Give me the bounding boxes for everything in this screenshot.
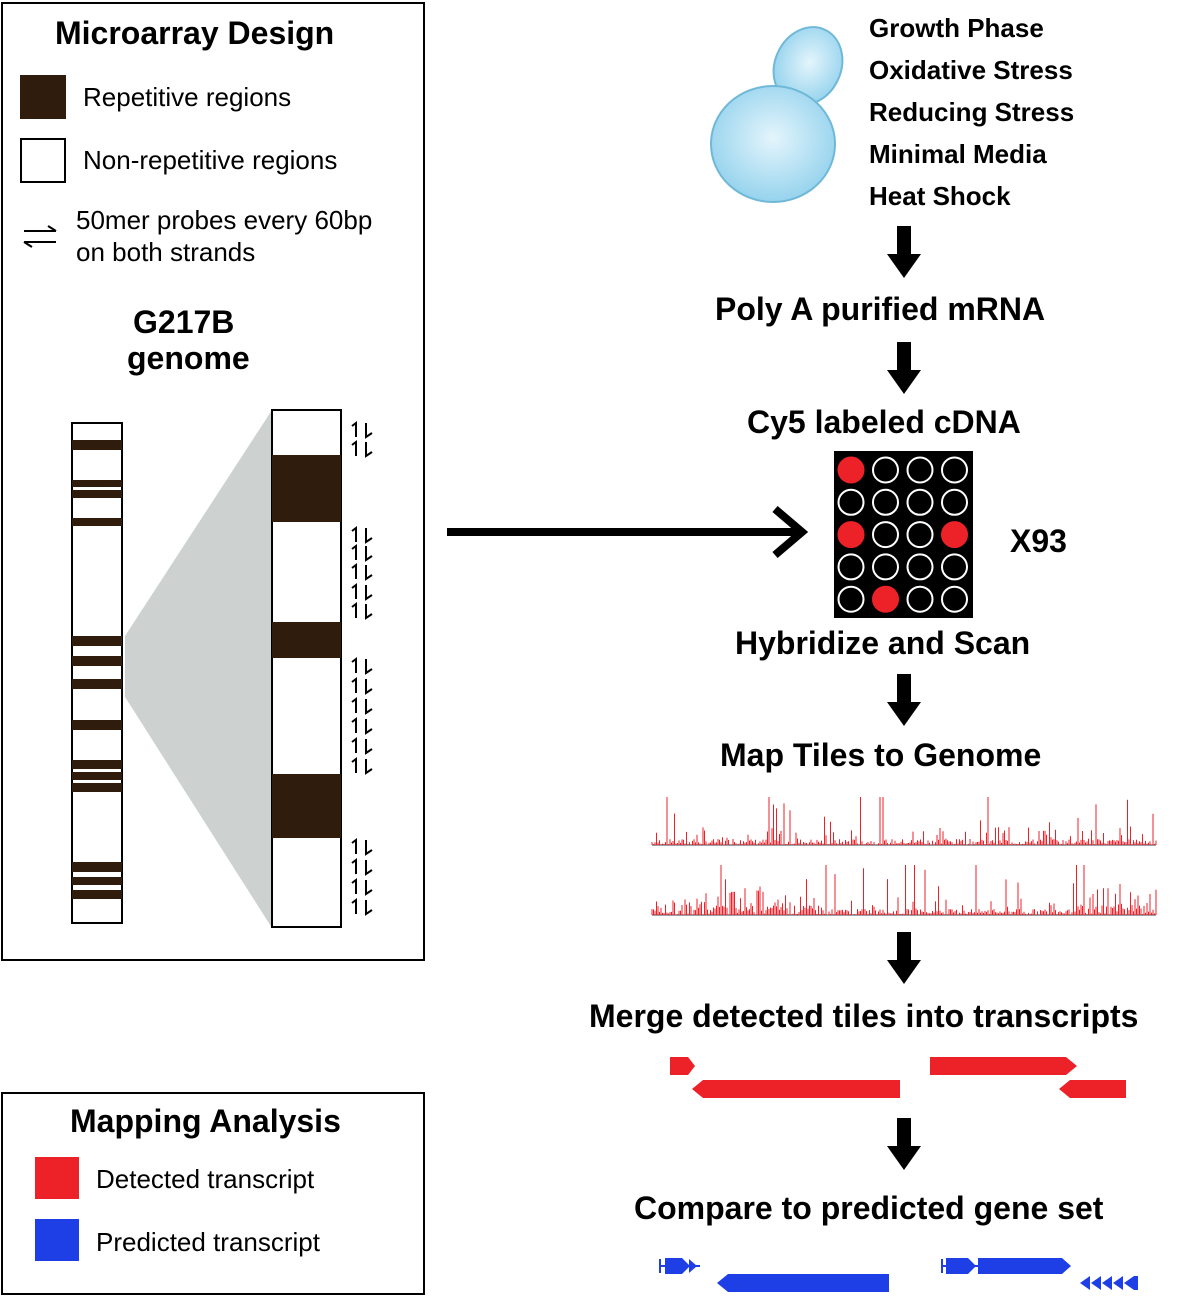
- array-spot-hybridized: [941, 521, 968, 549]
- predicted-transcript: [946, 1258, 976, 1274]
- detected-swatch: [35, 1157, 79, 1199]
- step-cy5: Cy5 labeled cDNA: [747, 404, 1021, 440]
- signal-track: [651, 865, 1157, 915]
- array-spot: [906, 553, 934, 581]
- flow-down-arrow: [887, 226, 921, 278]
- signal-track: [651, 797, 1157, 845]
- array-spot: [837, 553, 865, 581]
- array-spot: [906, 521, 934, 549]
- zoomed-repeat-bands: [272, 455, 341, 838]
- array-spot: [837, 585, 865, 613]
- mapping-analysis-title: Mapping Analysis: [70, 1103, 341, 1139]
- step-merge: Merge detected tiles into transcripts: [589, 998, 1139, 1034]
- detected-label: Detected transcript: [96, 1164, 315, 1194]
- array-cells: [837, 456, 968, 613]
- genome-label-line1: G217B: [133, 304, 235, 340]
- condition-item: Heat Shock: [869, 181, 1011, 211]
- multiplier-label: X93: [1010, 523, 1067, 559]
- array-spot: [872, 488, 899, 516]
- array-spot: [872, 456, 899, 484]
- probe-marks: [351, 421, 373, 916]
- array-spot: [872, 553, 899, 581]
- probe-mark: [351, 440, 373, 458]
- genome-repeat-bands: [72, 440, 122, 899]
- step-polya: Poly A purified mRNA: [715, 291, 1046, 327]
- detected-transcript: [692, 1080, 900, 1098]
- probe-mark: [351, 898, 373, 916]
- repetitive-label: Repetitive regions: [83, 82, 292, 112]
- signal-tracks: [651, 797, 1157, 916]
- condition-item: Growth Phase: [869, 13, 1044, 43]
- nonrepetitive-label: Non-repetitive regions: [83, 145, 338, 175]
- yeast-icon: [710, 26, 844, 203]
- array-spot-hybridized: [837, 521, 865, 549]
- down-arrows: [887, 226, 921, 1170]
- genome-zoom-diagram: [71, 409, 373, 928]
- genome-label-line2: genome: [127, 340, 250, 376]
- array-spot-hybridized: [837, 456, 865, 484]
- detected-transcript: [1059, 1080, 1126, 1098]
- array-spot: [941, 553, 968, 581]
- probe-mark: [351, 526, 373, 544]
- step-hybridize: Hybridize and Scan: [735, 625, 1031, 661]
- probe-mark: [351, 563, 373, 581]
- array-spot: [941, 585, 968, 613]
- array-spot: [837, 488, 865, 516]
- genome-bar: [71, 422, 123, 924]
- probe-mark: [351, 583, 373, 601]
- probe-mark: [351, 602, 373, 620]
- probe-mark: [351, 544, 373, 562]
- probe-mark: [351, 858, 373, 876]
- probe-mark: [351, 757, 373, 775]
- detected-transcript: [930, 1057, 1077, 1075]
- array-spot: [941, 488, 968, 516]
- probe-mark: [351, 697, 373, 715]
- horizontal-arrow: [447, 505, 809, 559]
- probe-mark: [351, 878, 373, 896]
- predicted-transcript: [665, 1258, 690, 1274]
- probe-mark: [351, 421, 373, 439]
- flow-down-arrow: [887, 932, 921, 984]
- probe-mark: [351, 838, 373, 856]
- microarray-design-title: Microarray Design: [55, 15, 335, 51]
- condition-item: Oxidative Stress: [869, 55, 1073, 85]
- probe-mark: [351, 717, 373, 735]
- condition-item: Minimal Media: [869, 139, 1047, 169]
- flow-down-arrow: [887, 1118, 921, 1170]
- step-map: Map Tiles to Genome: [720, 737, 1042, 773]
- nonrepetitive-swatch: [20, 138, 66, 183]
- array-spot: [941, 456, 968, 484]
- probe-label-line1: 50mer probes every 60bp: [76, 205, 373, 235]
- array-spot: [906, 456, 934, 484]
- predicted-transcript: [689, 1259, 697, 1273]
- array-spot: [906, 585, 934, 613]
- predicted-transcript: [978, 1258, 1071, 1274]
- probe-mark: [351, 657, 373, 675]
- probe-mark: [351, 677, 373, 695]
- probe-label-line2: on both strands: [76, 237, 256, 267]
- predicted-transcripts: [659, 1258, 1138, 1292]
- probe-mark: [351, 737, 373, 755]
- array-spot-hybridized: [872, 585, 899, 613]
- predicted-small-exons: [1080, 1276, 1138, 1290]
- predicted-transcript: [717, 1274, 889, 1292]
- probe-icon: [23, 225, 57, 248]
- array-spot: [872, 521, 899, 549]
- repetitive-swatch: [20, 75, 66, 119]
- step-compare: Compare to predicted gene set: [634, 1190, 1104, 1226]
- flow-down-arrow: [887, 674, 921, 726]
- predicted-label: Predicted transcript: [96, 1227, 320, 1257]
- flow-down-arrow: [887, 342, 921, 394]
- zoom-wedge: [125, 410, 272, 928]
- predicted-swatch: [35, 1219, 79, 1261]
- detected-transcripts: [670, 1057, 1126, 1098]
- condition-item: Reducing Stress: [869, 97, 1075, 127]
- detected-transcript: [670, 1057, 695, 1075]
- array-spot: [906, 488, 934, 516]
